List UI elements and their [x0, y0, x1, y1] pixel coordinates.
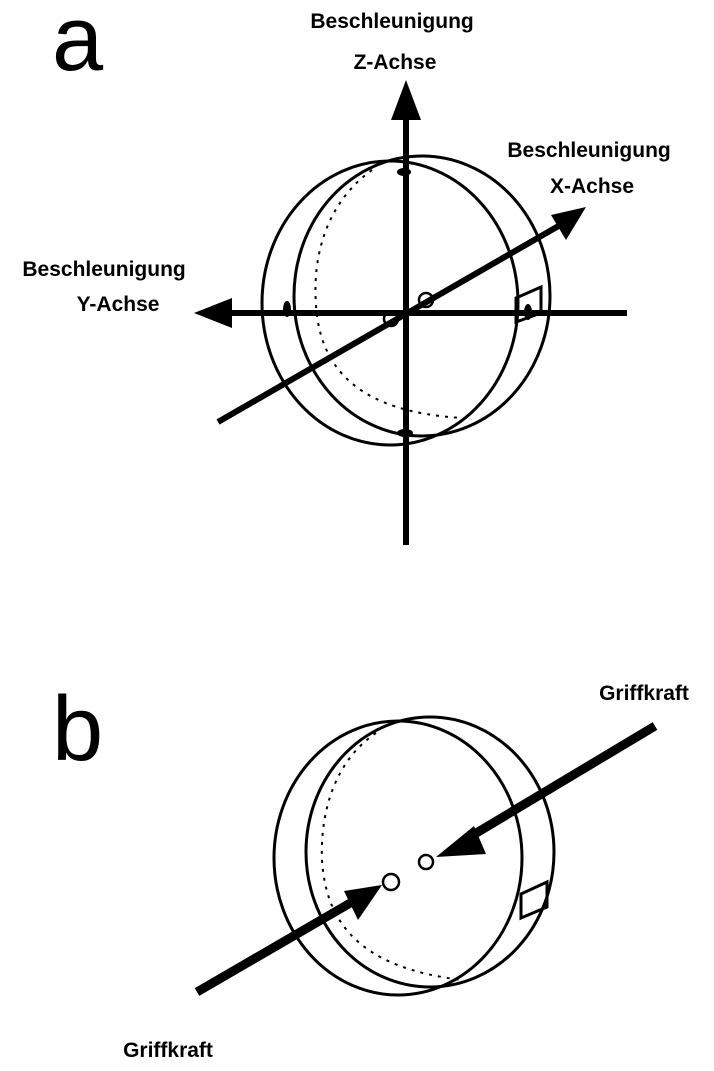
y-axis-label: Beschleunigung Y-Achse — [22, 258, 191, 316]
cylinder-front-face — [272, 719, 524, 997]
force-line-top — [465, 722, 658, 842]
panel-a-letter: a — [52, 0, 104, 90]
x-axis-label: Beschleunigung X-Achse — [507, 139, 676, 198]
force-arrowhead-top — [436, 826, 486, 857]
force-arrowhead-bottom — [344, 885, 382, 920]
cylinder-hidden-edge — [320, 732, 463, 981]
cylinder-front-face — [260, 159, 520, 447]
x-axis-line — [216, 221, 564, 425]
x-axis-arrowhead — [551, 207, 586, 240]
center-marker-back — [417, 853, 435, 871]
x-axis — [216, 207, 586, 425]
y-axis — [194, 298, 627, 328]
grip-force-arrow-top — [436, 722, 658, 857]
grip-force-label-top: Griffkraft — [599, 682, 689, 705]
z-axis — [391, 80, 421, 545]
cylinder-back-rim — [304, 715, 556, 989]
force-line-bottom — [194, 898, 355, 996]
z-axis-arrowhead — [391, 80, 421, 120]
panel-b-letter: b — [52, 678, 103, 780]
y-axis-arrowhead — [194, 298, 232, 328]
z-axis-label: Beschleunigung Z-Achse — [310, 10, 479, 74]
cylinder-back-rim — [292, 154, 552, 438]
grip-force-arrow-bottom — [194, 885, 382, 996]
center-marker-front — [381, 872, 401, 892]
cable-connector — [519, 879, 549, 921]
grip-force-label-bottom: Griffkraft — [123, 1039, 213, 1062]
panel-a: a — [22, 0, 676, 545]
sensor-cylinder-b — [272, 715, 556, 997]
panel-b: b Griffkraft Griffkraft — [52, 678, 689, 1062]
